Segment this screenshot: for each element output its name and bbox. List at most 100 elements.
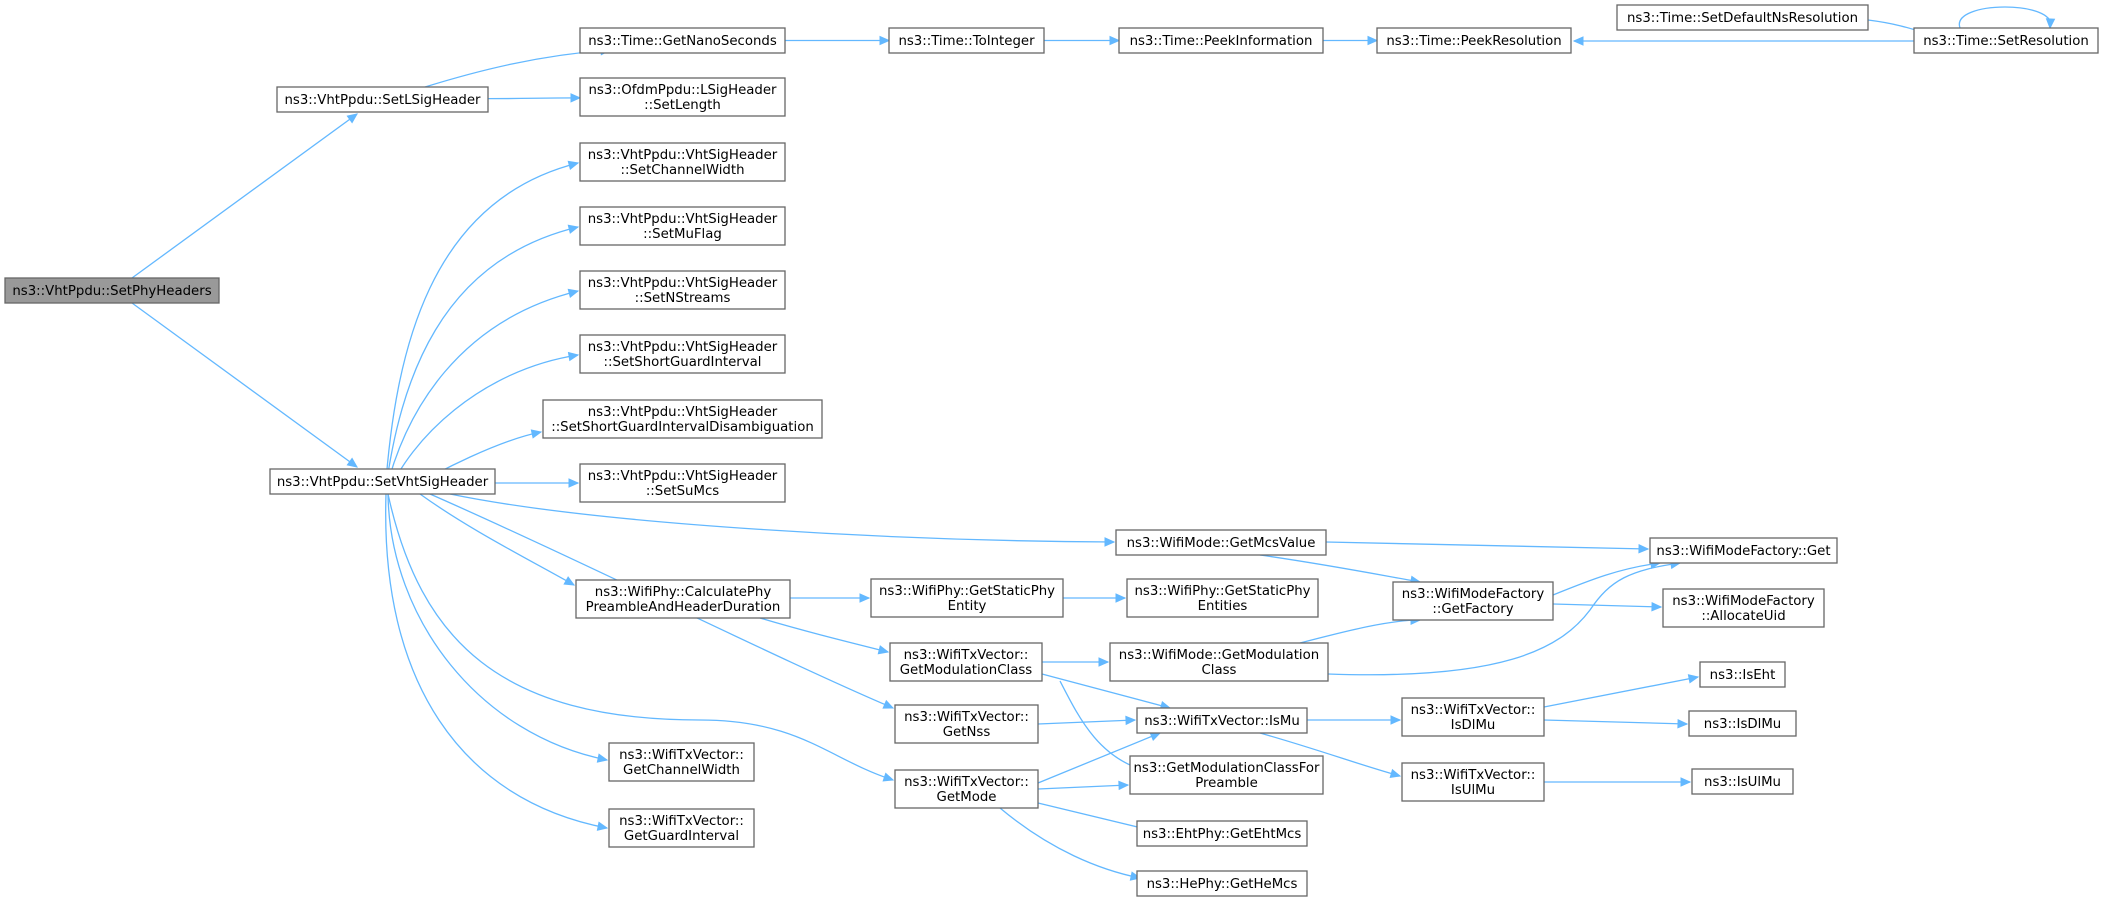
node-isdlmu[interactable]: ns3::WifiTxVector::IsDlMu <box>1401 697 1545 737</box>
node-label: ns3::VhtPpdu::SetPhyHeaders <box>12 284 211 299</box>
node-setsumcs[interactable]: ns3::VhtPpdu::VhtSigHeader::SetSuMcs <box>579 463 786 503</box>
edge-setvhtsig-to-setchanwidth <box>384 160 580 495</box>
edge-getstaticphy-to-getstaticphyent <box>1063 593 1127 603</box>
node-label: Class <box>1202 663 1237 678</box>
node-tointeger[interactable]: ns3::Time::ToInteger <box>888 27 1045 54</box>
node-box <box>1649 537 1838 564</box>
node-label: ns3::WifiTxVector::IsMu <box>1144 714 1300 729</box>
node-iseht[interactable]: ns3::IsEht <box>1699 661 1786 688</box>
edge-txgetmode-to-gethemcs <box>999 807 1142 881</box>
node-getfactory[interactable]: ns3::WifiModeFactory::GetFactory <box>1392 581 1554 621</box>
node-gethemcs[interactable]: ns3::HePhy::GetHeMcs <box>1136 870 1308 897</box>
node-setsgid[interactable]: ns3::VhtPpdu::VhtSigHeader::SetShortGuar… <box>542 399 823 439</box>
node-txgetchanwidth[interactable]: ns3::WifiTxVector::GetChannelWidth <box>608 742 755 782</box>
node-label: ns3::VhtPpdu::VhtSigHeader <box>588 405 778 420</box>
node-label: GetChannelWidth <box>623 763 740 778</box>
node-setphyheaders[interactable]: ns3::VhtPpdu::SetPhyHeaders <box>4 277 220 304</box>
node-box <box>894 769 1039 809</box>
node-box <box>1616 4 1869 31</box>
node-label: ::GetFactory <box>1432 602 1513 617</box>
node-txgetgi[interactable]: ns3::WifiTxVector::GetGuardInterval <box>608 808 755 848</box>
node-wmfget[interactable]: ns3::WifiModeFactory::Get <box>1649 537 1838 564</box>
node-setnstreams[interactable]: ns3::VhtPpdu::VhtSigHeader::SetNStreams <box>579 270 786 310</box>
node-txgetmode[interactable]: ns3::WifiTxVector::GetMode <box>894 769 1039 809</box>
node-label: ns3::Time::GetNanoSeconds <box>588 34 777 49</box>
node-txgetmodclass[interactable]: ns3::WifiTxVector::GetModulationClass <box>889 642 1043 682</box>
node-box <box>888 27 1045 54</box>
edge-calcphy-to-txgetmodclass <box>759 617 890 655</box>
node-allocuid[interactable]: ns3::WifiModeFactory::AllocateUid <box>1662 588 1825 628</box>
node-calcphy[interactable]: ns3::WifiPhy::CalculatePhyPreambleAndHea… <box>575 579 791 619</box>
node-box <box>1376 27 1572 54</box>
node-ismu[interactable]: ns3::WifiTxVector::IsMu <box>1136 707 1308 734</box>
node-label: Entity <box>948 599 987 614</box>
edge-setvhtsig-to-setnstreams <box>384 288 580 495</box>
node-box <box>269 468 496 495</box>
node-box <box>579 142 786 182</box>
node-box <box>1691 768 1794 795</box>
edge-setphyheaders-to-setvhtsig <box>131 302 358 468</box>
node-getnss[interactable]: ns3::WifiTxVector::GetNss <box>894 704 1039 744</box>
node-box <box>1662 588 1825 628</box>
node-box <box>579 206 786 246</box>
node-box <box>608 742 755 782</box>
node-getmcsvalue[interactable]: ns3::WifiMode::GetMcsValue <box>1115 529 1327 556</box>
node-modegetmodclass[interactable]: ns3::WifiMode::GetModulationClass <box>1109 642 1329 682</box>
node-label: GetModulationClass <box>900 663 1033 678</box>
node-isdlmu2[interactable]: ns3::IsDlMu <box>1688 710 1797 737</box>
node-setlength[interactable]: ns3::OfdmPpdu::LSigHeader::SetLength <box>579 77 786 117</box>
node-label: ns3::WifiTxVector:: <box>619 748 744 763</box>
node-label: ns3::WifiMode::GetModulation <box>1119 648 1319 663</box>
node-label: ns3::Time::SetDefaultNsResolution <box>1627 11 1858 26</box>
node-box <box>889 642 1043 682</box>
node-setdefaultns[interactable]: ns3::Time::SetDefaultNsResolution <box>1616 4 1869 31</box>
node-label: ns3::WifiPhy::CalculatePhy <box>595 585 772 600</box>
node-setvhtsig[interactable]: ns3::VhtPpdu::SetVhtSigHeader <box>269 468 496 495</box>
node-label: ns3::IsUlMu <box>1704 775 1781 790</box>
edge-isulmu-to-isulmu2 <box>1544 777 1692 787</box>
edge-isdlmu-to-isdlmu2 <box>1543 718 1689 729</box>
node-box <box>1699 661 1786 688</box>
node-label: ns3::WifiTxVector:: <box>904 648 1029 663</box>
edge-getmcsvalue-to-wmfget <box>1325 541 1650 554</box>
edge-setres-to-setres <box>1958 6 2056 30</box>
node-label: ::SetShortGuardIntervalDisambiguation <box>551 420 814 435</box>
node-box <box>1913 27 2099 54</box>
node-label: ::SetNStreams <box>635 291 731 306</box>
edge-peekinfo-to-peekres <box>1323 35 1379 46</box>
node-box <box>1109 642 1329 682</box>
node-setsgi[interactable]: ns3::VhtPpdu::VhtSigHeader::SetShortGuar… <box>579 334 786 374</box>
node-label: Preamble <box>1195 776 1258 791</box>
node-isulmu2[interactable]: ns3::IsUlMu <box>1691 768 1794 795</box>
node-setmuflag[interactable]: ns3::VhtPpdu::VhtSigHeader::SetMuFlag <box>579 206 786 246</box>
node-label: ns3::VhtPpdu::VhtSigHeader <box>588 148 778 163</box>
node-getehtmcs[interactable]: ns3::EhtPhy::GetEhtMcs <box>1136 820 1308 847</box>
node-label: ns3::WifiPhy::GetStaticPhy <box>1134 584 1310 599</box>
node-label: ::AllocateUid <box>1701 609 1785 624</box>
edge-tointeger-to-peekinfo <box>1044 35 1121 46</box>
edge-getnanos-to-tointeger <box>785 35 891 46</box>
node-label: ns3::WifiTxVector:: <box>904 710 1029 725</box>
node-box <box>1392 581 1554 621</box>
node-isulmu[interactable]: ns3::WifiTxVector::IsUlMu <box>1401 762 1545 802</box>
node-peekinfo[interactable]: ns3::Time::PeekInformation <box>1118 27 1324 54</box>
edges-layer <box>131 6 2056 881</box>
node-label: ::SetMuFlag <box>643 227 722 242</box>
node-box <box>575 579 791 619</box>
node-box <box>1118 27 1324 54</box>
node-box <box>1136 820 1308 847</box>
node-setlsig[interactable]: ns3::VhtPpdu::SetLSigHeader <box>276 86 489 113</box>
edge-ismu-to-isulmu <box>1259 732 1402 779</box>
node-label: ns3::VhtPpdu::SetLSigHeader <box>284 93 481 108</box>
node-label: ns3::VhtPpdu::VhtSigHeader <box>588 212 778 227</box>
node-peekres[interactable]: ns3::Time::PeekResolution <box>1376 27 1572 54</box>
node-setchanwidth[interactable]: ns3::VhtPpdu::VhtSigHeader::SetChannelWi… <box>579 142 786 182</box>
node-setres[interactable]: ns3::Time::SetResolution <box>1913 27 2099 54</box>
node-getnanos[interactable]: ns3::Time::GetNanoSeconds <box>579 27 786 54</box>
node-label: ::SetSuMcs <box>646 484 719 499</box>
edge-setvhtsig-to-calcphy <box>419 493 576 586</box>
